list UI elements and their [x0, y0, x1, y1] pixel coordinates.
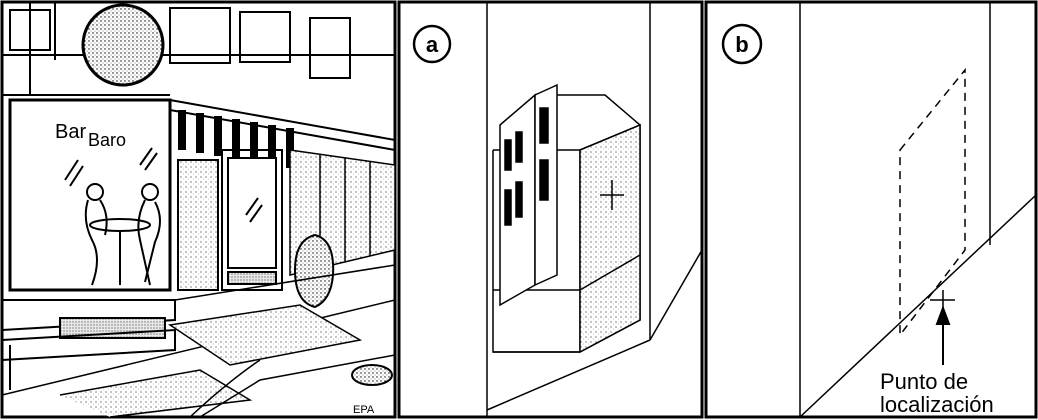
- round-sign: [83, 5, 163, 85]
- manhole-cover: [352, 365, 392, 385]
- panel-a-doors: [500, 85, 557, 305]
- panel-b-label: b: [735, 32, 748, 57]
- panel-b-frame: [706, 2, 1036, 417]
- panel-b: b Punto de localización: [706, 2, 1036, 417]
- shop-sign-word-2: Baro: [88, 130, 126, 150]
- shop-sign-word-1: Bar: [55, 121, 86, 143]
- panel-a-label: a: [426, 32, 439, 57]
- callout-line-2: localización: [880, 392, 994, 417]
- panel-a: a: [399, 2, 702, 417]
- planter: [295, 235, 333, 307]
- callout-line-1: Punto de: [880, 369, 968, 394]
- street-scene-panel: Bar Baro: [2, 2, 395, 417]
- shop-window: [10, 100, 170, 290]
- artist-signature: EPA: [353, 404, 375, 416]
- door: [178, 150, 282, 290]
